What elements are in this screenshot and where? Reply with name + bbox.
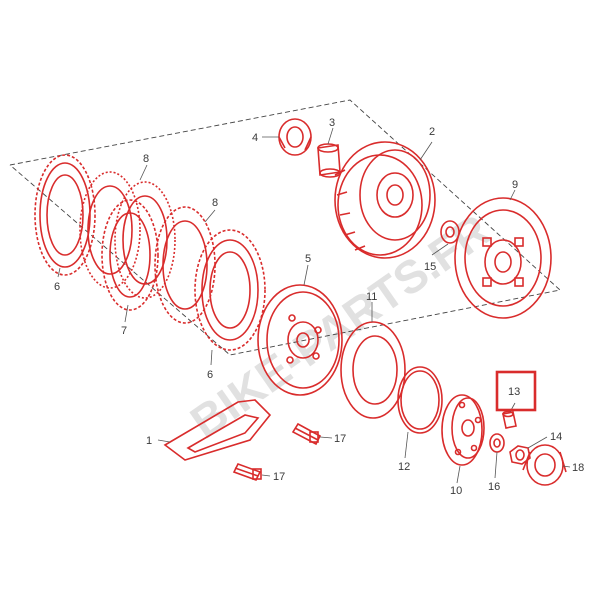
callout-14[interactable]: 14 (550, 431, 562, 443)
part-1-guide-plate (163, 399, 272, 461)
callout-2[interactable]: 2 (429, 126, 435, 138)
callout-11[interactable]: 11 (366, 291, 377, 303)
part-5-clutch-center (257, 284, 343, 396)
part-7-friction-disc (101, 199, 159, 311)
part-17-bolt-lower (232, 463, 262, 481)
part-10-lifter-plate (441, 394, 485, 466)
callout-1[interactable]: 1 (146, 435, 152, 447)
part-2-clutch-outer (334, 141, 436, 259)
callout-15[interactable]: 15 (424, 261, 436, 273)
part-14-nut (509, 445, 531, 465)
callout-7[interactable]: 7 (121, 325, 127, 337)
callout-6-upper[interactable]: 6 (54, 281, 60, 293)
callout-labels: 1 2 3 4 5 6 6 7 8 8 9 10 11 12 13 14 15 … (54, 117, 584, 497)
highlight-box-13 (495, 370, 537, 412)
callout-17-upper[interactable]: 17 (334, 433, 346, 445)
part-13-bolt (502, 410, 517, 429)
part-12-snap-ring (397, 366, 443, 434)
callout-4[interactable]: 4 (252, 132, 258, 144)
callout-5[interactable]: 5 (305, 253, 311, 265)
callout-18[interactable]: 18 (572, 462, 584, 474)
part-3-needle-bearing (317, 143, 341, 178)
part-18-bearing (522, 444, 567, 486)
callout-13[interactable]: 13 (508, 386, 520, 398)
part-8-clutch-plate-a (79, 171, 141, 289)
callout-16[interactable]: 16 (488, 481, 500, 493)
part-6-friction-disc-upper (34, 154, 96, 276)
callout-17-lower[interactable]: 17 (273, 471, 285, 483)
part-8-clutch-plate-b (114, 181, 176, 299)
callout-6-lower[interactable]: 6 (207, 369, 213, 381)
callout-10[interactable]: 10 (450, 485, 462, 497)
callout-3[interactable]: 3 (329, 117, 335, 129)
callout-12[interactable]: 12 (398, 461, 410, 473)
part-6-friction-disc-lower (194, 229, 266, 351)
leader-lines (57, 127, 571, 484)
callout-9[interactable]: 9 (512, 179, 518, 191)
part-4-collar (278, 118, 312, 156)
part-17-bolt-upper (291, 422, 322, 446)
part-9-pressure-plate (454, 197, 552, 319)
callout-8-lower[interactable]: 8 (212, 197, 218, 209)
part-11-plate (340, 321, 406, 419)
callout-8-upper[interactable]: 8 (143, 153, 149, 165)
part-16-washer (489, 433, 505, 453)
